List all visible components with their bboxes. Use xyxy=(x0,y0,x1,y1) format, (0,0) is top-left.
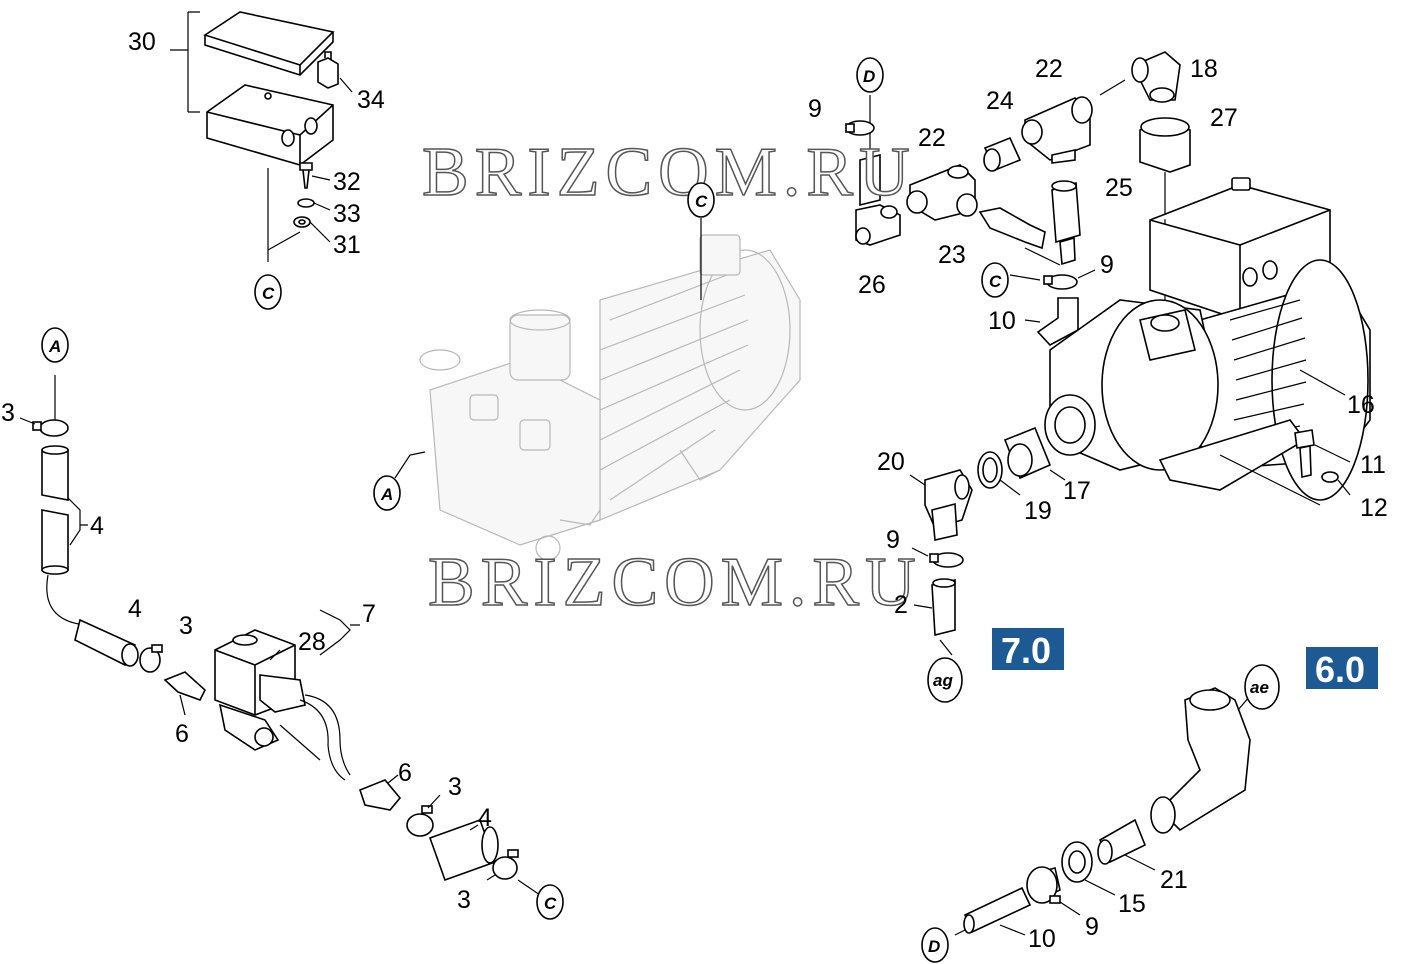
ref-a-top: A xyxy=(48,337,61,356)
part-label-34: 34 xyxy=(357,86,385,114)
ref-c-bottom: C xyxy=(544,894,557,913)
part-label-4-right: 4 xyxy=(478,804,492,832)
part-label-18: 18 xyxy=(1190,55,1218,83)
part-label-28: 28 xyxy=(298,628,326,656)
part-label-17: 17 xyxy=(1063,477,1091,505)
part-label-26: 26 xyxy=(858,271,886,299)
part-label-32: 32 xyxy=(333,168,361,196)
part-label-22-lower: 22 xyxy=(918,124,946,152)
part-label-9-top: 9 xyxy=(808,95,822,123)
part-label-21: 21 xyxy=(1160,866,1188,894)
part-label-3-left: 3 xyxy=(1,399,15,427)
watermark-bottom: BRIZCOM.RU xyxy=(428,544,922,621)
junction-box-cover xyxy=(203,11,335,76)
junction-box-body xyxy=(206,84,334,166)
pump-assembly-ghost xyxy=(419,234,801,561)
part-label-11: 11 xyxy=(1360,451,1386,479)
page-badges: 7.0 6.0 xyxy=(992,628,1378,690)
badge-7-0-text: 7.0 xyxy=(1001,630,1051,671)
part-label-9-right: 9 xyxy=(1100,251,1114,279)
part-label-3-hose: 3 xyxy=(179,612,193,640)
part-label-22-upper: 22 xyxy=(1035,55,1063,83)
part-label-9-bottom: 9 xyxy=(1085,913,1099,941)
part-label-6-left: 6 xyxy=(175,720,189,748)
part-label-10-top: 10 xyxy=(988,307,1016,335)
part-label-3-right: 3 xyxy=(448,773,462,801)
part-label-30: 30 xyxy=(128,28,156,56)
part-label-33: 33 xyxy=(333,200,361,228)
watermark-top: BRIZCOM.RU xyxy=(422,134,916,211)
part-label-3-bottom: 3 xyxy=(457,886,471,914)
part-label-4-left: 4 xyxy=(90,512,104,540)
part-label-16: 16 xyxy=(1347,391,1375,419)
inlet-fittings-group xyxy=(909,426,1351,656)
badge-6-0-text: 6.0 xyxy=(1315,649,1365,690)
part-label-7: 7 xyxy=(362,600,376,628)
part-label-25: 25 xyxy=(1105,174,1133,202)
part-label-2: 2 xyxy=(894,591,908,619)
part-label-10-bottom: 10 xyxy=(1028,925,1056,953)
ref-a-mid: A xyxy=(380,485,393,504)
ref-c-pump: C xyxy=(695,192,708,211)
solenoid-valve-group xyxy=(19,375,541,896)
part-label-20: 20 xyxy=(877,448,905,476)
terminal-34 xyxy=(317,51,339,89)
motor-group xyxy=(1044,177,1371,506)
part-label-15: 15 xyxy=(1118,890,1146,918)
outlet-hose-group xyxy=(954,687,1256,936)
part-label-23: 23 xyxy=(938,241,966,269)
part-label-19: 19 xyxy=(1024,497,1052,525)
ref-c-hose: C xyxy=(989,272,1002,291)
ref-d-bottom: D xyxy=(928,937,940,956)
ref-ag: ag xyxy=(933,671,953,690)
ref-d-top: D xyxy=(863,67,875,86)
badge-7-0 xyxy=(992,628,1064,670)
part-label-24: 24 xyxy=(986,87,1014,115)
part-label-9-mid: 9 xyxy=(886,526,900,554)
part-labels: 30 34 32 33 31 9 22 24 22 18 27 25 23 9 … xyxy=(1,28,1388,953)
ref-c-junction: C xyxy=(262,284,275,303)
part-label-6-right: 6 xyxy=(398,759,412,787)
part-label-4-hose: 4 xyxy=(128,595,142,623)
part-label-27: 27 xyxy=(1210,104,1238,132)
ref-ae: ae xyxy=(1250,678,1269,697)
part-label-12: 12 xyxy=(1360,494,1388,522)
part-label-31: 31 xyxy=(333,231,361,259)
reference-callouts: A A C C C C D D ag ae xyxy=(41,57,1280,963)
badge-6-0 xyxy=(1306,647,1378,689)
junction-box-group xyxy=(170,11,353,262)
discharge-fittings-group xyxy=(845,51,1191,346)
